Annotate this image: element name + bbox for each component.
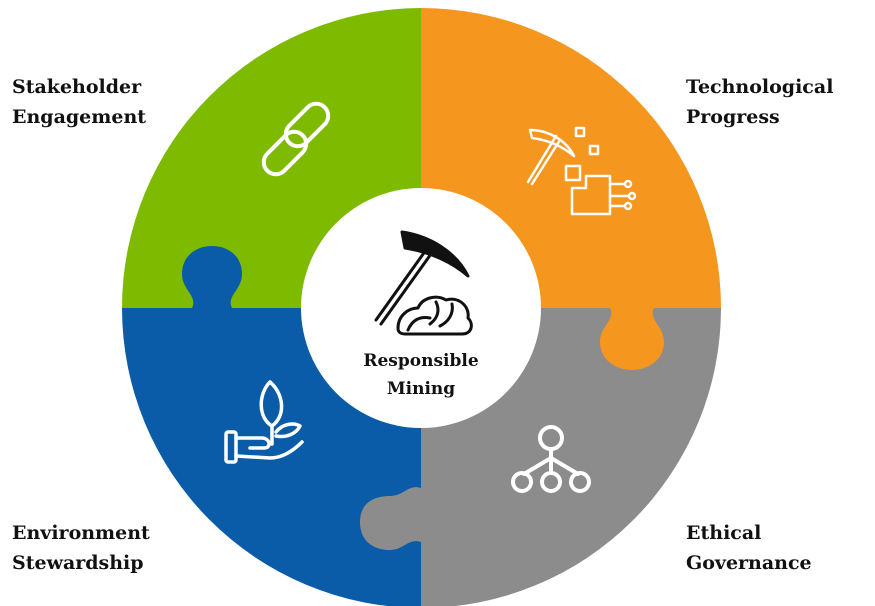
puzzle-tab-orange-into-grey: [600, 308, 664, 370]
center-title-line1: Responsible: [363, 351, 478, 371]
label-technological-progress-line2: Progress: [686, 106, 780, 128]
center-title-line2: Mining: [387, 379, 455, 399]
label-ethical-governance: Ethical Governance: [686, 518, 812, 578]
pickaxe-with-rocks-icon: [374, 230, 473, 336]
center-circle: [301, 188, 541, 428]
label-ethical-governance-line2: Governance: [686, 552, 812, 574]
label-environment-stewardship: Environment Stewardship: [12, 518, 150, 578]
label-stakeholder-engagement-line1: Stakeholder: [12, 76, 142, 98]
chain-link-icon: [261, 101, 331, 177]
puzzle-tab-blue-into-green: [182, 246, 242, 308]
digital-pickaxe-icon: [526, 126, 637, 216]
label-environment-stewardship-line2: Stewardship: [12, 552, 144, 574]
plant-in-hand-icon: [224, 380, 304, 464]
label-stakeholder-engagement: Stakeholder Engagement: [12, 72, 146, 132]
label-technological-progress-line1: Technological: [686, 76, 834, 98]
label-ethical-governance-line1: Ethical: [686, 522, 762, 544]
label-stakeholder-engagement-line2: Engagement: [12, 106, 147, 128]
hierarchy-icon: [511, 425, 591, 493]
label-environment-stewardship-line1: Environment: [12, 522, 150, 544]
puzzle-tab-grey-into-blue: [360, 487, 421, 550]
label-technological-progress: Technological Progress: [686, 72, 833, 132]
puzzle-tab-orange-into-green: [421, 62, 488, 128]
